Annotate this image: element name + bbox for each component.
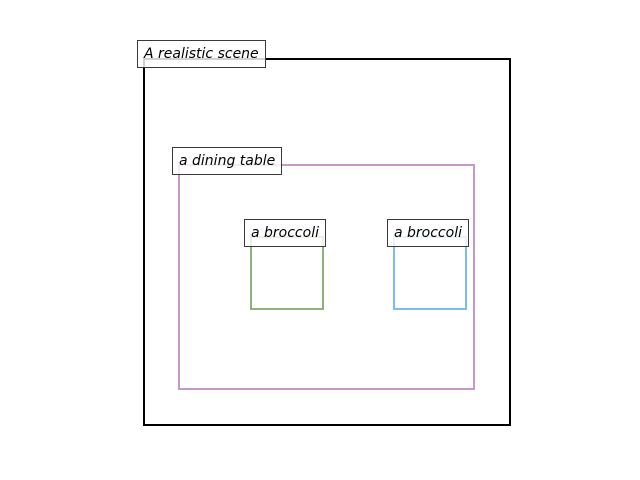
broccoli-left-box: [250, 236, 324, 310]
scene-box: [143, 58, 511, 426]
dining-table-label: a dining table: [172, 147, 283, 175]
broccoli-right-label: a broccoli: [387, 219, 469, 247]
broccoli-left-label: a broccoli: [244, 219, 326, 247]
dining-table-box: [178, 164, 475, 390]
scene-label: A realistic scene: [137, 40, 266, 68]
broccoli-right-box: [393, 236, 467, 310]
